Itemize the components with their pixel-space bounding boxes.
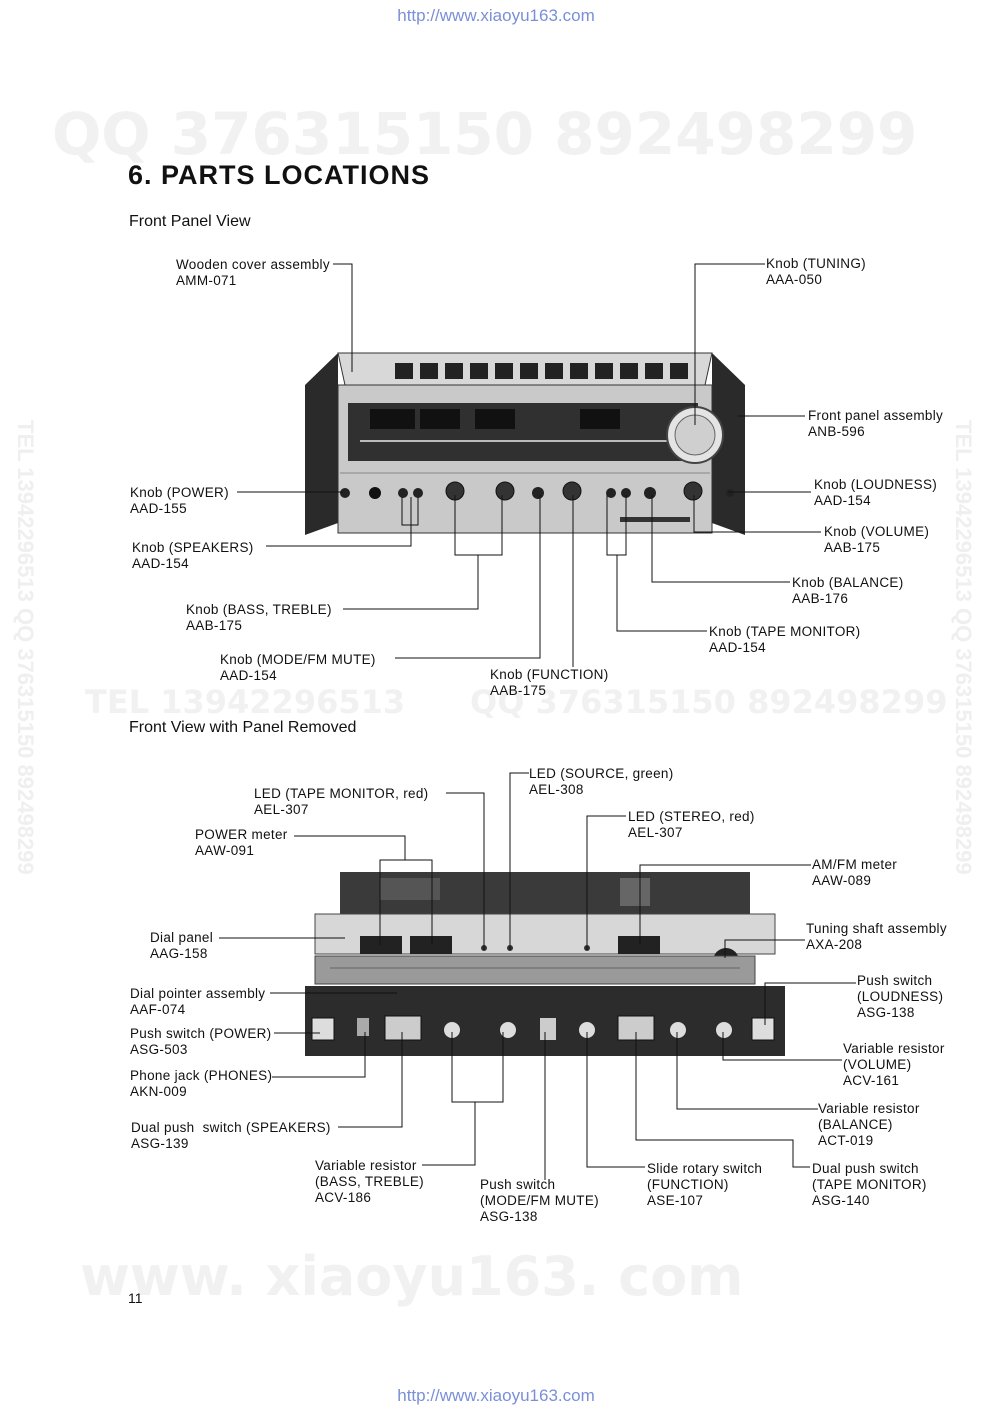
label-led-stereo: LED (STEREO, red)AEL-307 — [628, 809, 755, 840]
label-push-switch-mode-fm-mute: Push switch (MODE/FM MUTE)ASG-138 — [480, 1177, 599, 1224]
label-knob-balance: Knob (BALANCE)AAB-176 — [792, 575, 904, 606]
receiver-panel-removed-illustration — [305, 872, 785, 1056]
label-led-source: LED (SOURCE, green)AEL-308 — [529, 766, 674, 797]
header-url[interactable]: http://www.xiaoyu163.com — [397, 6, 595, 25]
page-number: 11 — [128, 1290, 143, 1306]
receiver-front-panel-illustration — [305, 352, 745, 535]
watermark-bottom: www. xiaoyu163. com — [80, 1245, 744, 1308]
label-phone-jack: Phone jack (PHONES)AKN-009 — [130, 1068, 273, 1099]
label-knob-loudness: Knob (LOUDNESS)AAD-154 — [814, 477, 938, 508]
label-slide-rotary-switch: Slide rotary switch (FUNCTION)ASE-107 — [647, 1161, 763, 1208]
label-knob-power: Knob (POWER)AAD-155 — [130, 485, 229, 516]
watermark-mid-right: QQ 376315150 892498299 — [470, 683, 948, 721]
label-dual-push-switch-speakers: Dual push switch (SPEAKERS)ASG-139 — [131, 1120, 331, 1151]
label-knob-tape-monitor: Knob (TAPE MONITOR)AAD-154 — [709, 624, 861, 655]
label-knob-volume: Knob (VOLUME)AAB-175 — [824, 524, 930, 555]
front-panel-heading: Front Panel View — [129, 213, 251, 230]
label-knob-bass-treble: Knob (BASS, TREBLE)AAB-175 — [186, 602, 332, 633]
label-knob-speakers: Knob (SPEAKERS)AAD-154 — [132, 540, 254, 571]
section-title: 6. PARTS LOCATIONS — [128, 160, 431, 190]
watermark-mid-left: TEL 13942296513 — [85, 683, 406, 721]
label-variable-resistor-bass-treble: Variable resistor (BASS, TREBLE)ACV-186 — [315, 1158, 424, 1205]
label-knob-mode-fm-mute: Knob (MODE/FM MUTE)AAD-154 — [220, 652, 376, 683]
footer-url[interactable]: http://www.xiaoyu163.com — [397, 1386, 595, 1405]
label-dual-push-switch-tape-monitor: Dual push switch (TAPE MONITOR)ASG-140 — [812, 1161, 927, 1208]
watermark-top: QQ 376315150 892498299 — [52, 100, 918, 168]
label-variable-resistor-volume: Variable resistor (VOLUME)ACV-161 — [843, 1041, 945, 1088]
label-push-switch-loudness: Push switch (LOUDNESS)ASG-138 — [857, 973, 944, 1020]
label-knob-tuning: Knob (TUNING)AAA-050 — [766, 256, 866, 287]
watermark-side-right: TEL 13942296513 QQ 376315150 892498299 — [951, 420, 976, 875]
watermark-side-left: TEL 13942296513 QQ 376315150 892498299 — [13, 420, 38, 875]
label-push-switch-power: Push switch (POWER)ASG-503 — [130, 1026, 272, 1057]
label-led-tape-monitor: LED (TAPE MONITOR, red)AEL-307 — [254, 786, 429, 817]
label-variable-resistor-balance: Variable resistor (BALANCE)ACT-019 — [818, 1101, 920, 1148]
panel-removed-heading: Front View with Panel Removed — [129, 719, 357, 736]
label-knob-function: Knob (FUNCTION)AAB-175 — [490, 667, 609, 698]
